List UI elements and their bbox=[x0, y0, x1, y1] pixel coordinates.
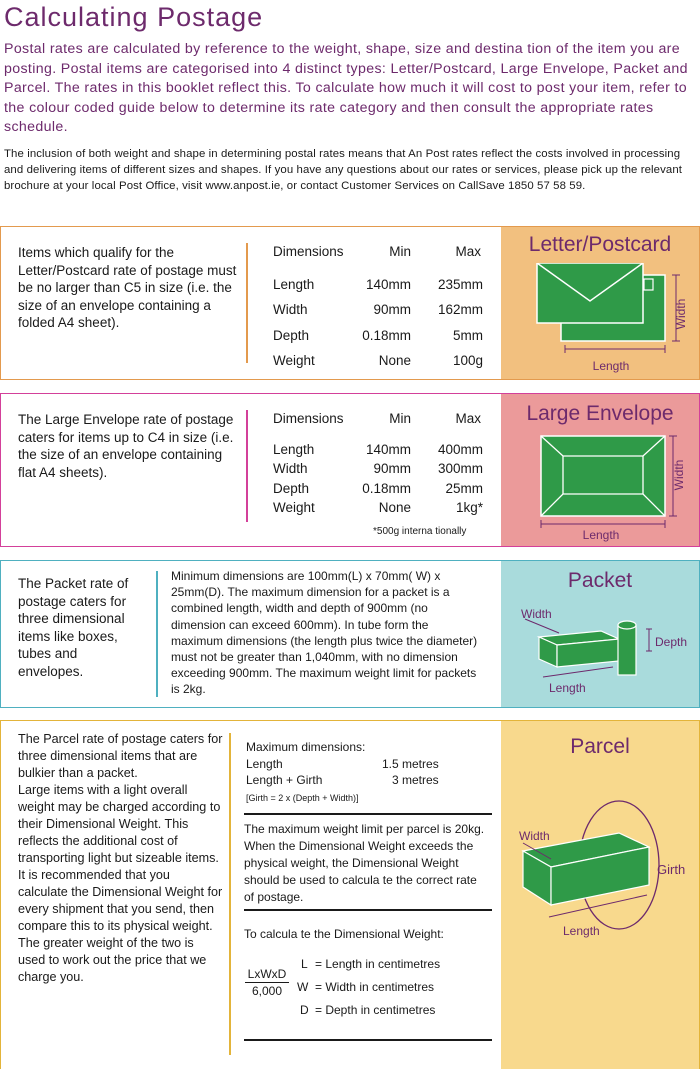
divider bbox=[246, 410, 248, 522]
packet-illustration bbox=[524, 618, 652, 678]
rule bbox=[244, 909, 492, 911]
length-label: Length bbox=[549, 681, 586, 695]
width-label: Width bbox=[674, 298, 688, 330]
formula-numerator: LxWxD bbox=[245, 967, 289, 983]
width-label: Width bbox=[521, 607, 552, 621]
legend-row: L = Length in centimetres bbox=[301, 957, 441, 971]
large-panel: Large Envelope Width Length bbox=[501, 394, 699, 546]
parcel-panel-title: Parcel bbox=[570, 735, 630, 758]
packet-panel-title: Packet bbox=[567, 569, 633, 592]
max-dimensions: Maximum dimensions: Length 1.5 metres Le… bbox=[246, 739, 486, 805]
parcel-panel: Parcel Width Girth Length bbox=[501, 721, 699, 1069]
max-dimensions-heading: Maximum dimensions: bbox=[246, 740, 366, 754]
formula-legend: L = Length in centimetres W = Width in c… bbox=[297, 953, 487, 1022]
parcel-description-intro: The Parcel rate of postage caters for th… bbox=[18, 732, 223, 780]
length-label: Length bbox=[592, 359, 630, 373]
large-envelope-section: The Large Envelope rate of postage cater… bbox=[0, 393, 700, 547]
max-row: Length 1.5 metres bbox=[246, 756, 439, 771]
parcel-illustration bbox=[521, 800, 660, 930]
rule bbox=[244, 813, 492, 815]
intro-details: The inclusion of both weight and shape i… bbox=[4, 148, 683, 192]
divider bbox=[246, 243, 248, 363]
envelope-illustration bbox=[536, 263, 680, 353]
calc-heading: To calcula te the Dimensional Weight: bbox=[244, 927, 444, 941]
packet-panel: Packet Width Depth Length bbox=[501, 561, 699, 707]
rule bbox=[244, 1039, 492, 1041]
girth-label: Girth bbox=[657, 862, 686, 877]
international-note: *500g interna tionally bbox=[373, 526, 467, 537]
intro-text: Postal rates are calculated by reference… bbox=[4, 41, 688, 135]
large-panel-title: Large Envelope bbox=[526, 402, 674, 425]
max-row: Length + Girth 3 metres bbox=[246, 773, 439, 787]
large-envelope-illustration bbox=[540, 435, 677, 528]
width-label: Width bbox=[519, 829, 550, 843]
depth-label: Depth bbox=[655, 635, 688, 649]
letter-description: Items which qualify for the Letter/Postc… bbox=[18, 245, 237, 330]
width-label: Width bbox=[672, 459, 686, 491]
parcel-description-dimensional: Large items with a light overall weight … bbox=[18, 783, 223, 984]
length-label: Length bbox=[582, 528, 620, 542]
weight-limit-text: The maximum weight limit per parcel is 2… bbox=[244, 822, 485, 904]
letter-postcard-section: Items which qualify for the Letter/Postc… bbox=[0, 226, 700, 380]
packet-description: The Packet rate of postage caters for th… bbox=[18, 576, 129, 679]
divider bbox=[156, 571, 158, 697]
letter-panel: Letter/Postcard Width Length bbox=[501, 227, 699, 379]
parcel-description: The Parcel rate of postage caters for th… bbox=[18, 731, 223, 986]
legend-row: D = Depth in centimetres bbox=[300, 1003, 436, 1017]
packet-details: Minimum dimensions are 100mm(L) x 70mm( … bbox=[171, 569, 478, 697]
divider bbox=[229, 733, 231, 1055]
large-description: The Large Envelope rate of postage cater… bbox=[18, 412, 234, 480]
page-title: Calculating Postage bbox=[4, 2, 264, 32]
formula-denominator: 6,000 bbox=[251, 984, 283, 998]
legend-row: W = Width in centimetres bbox=[297, 980, 435, 994]
girth-note: [Girth = 2 x (Depth + Width)] bbox=[246, 792, 359, 803]
length-label: Length bbox=[563, 924, 600, 938]
letter-panel-title: Letter/Postcard bbox=[528, 233, 672, 256]
packet-section: The Packet rate of postage caters for th… bbox=[0, 560, 700, 708]
formula: LxWxD 6,000 bbox=[245, 967, 289, 998]
parcel-section: The Parcel rate of postage caters for th… bbox=[0, 720, 700, 1069]
